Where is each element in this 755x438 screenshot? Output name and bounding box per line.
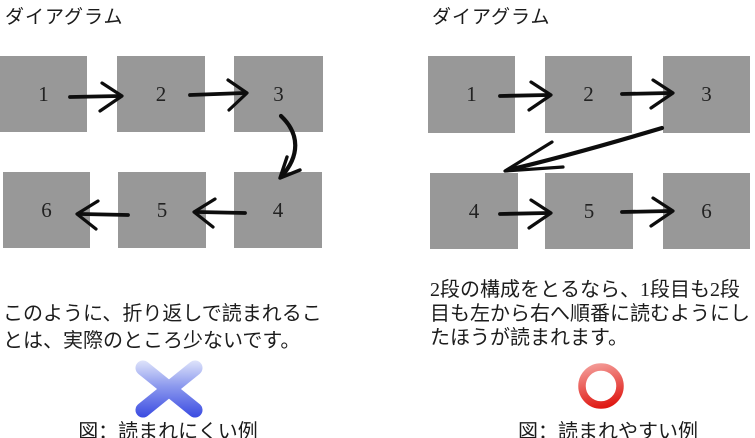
right-figure-label: 図：読まれやすい例 xyxy=(518,421,698,438)
left-arrow-2-to-3-icon xyxy=(188,78,249,112)
left-arrow-1-to-2-icon xyxy=(68,81,124,113)
left-arrow-4-to-5-icon xyxy=(192,197,247,229)
right-box-2-label: 2 xyxy=(583,82,594,106)
right-box-4: 4 xyxy=(430,173,518,249)
left-box-2-label: 2 xyxy=(155,81,167,106)
left-box-6-label: 6 xyxy=(41,197,52,222)
right-box-6: 6 xyxy=(663,173,750,249)
left-box-3: 3 xyxy=(234,56,323,132)
x-mark-icon xyxy=(135,360,203,418)
left-box-4: 4 xyxy=(234,172,322,248)
left-caption: このように、折り返しで読まれるこ とは、実際のところ少ないです。 xyxy=(3,301,322,355)
left-box-6: 6 xyxy=(3,172,90,248)
right-box-4-label: 4 xyxy=(468,198,480,223)
right-arrow-2-to-3-icon xyxy=(620,78,675,110)
right-return-arrow-3-to-4-icon xyxy=(503,125,665,173)
left-box-5-label: 5 xyxy=(156,197,168,222)
left-box-3-label: 3 xyxy=(273,81,284,106)
right-arrow-5-to-6-icon xyxy=(620,196,675,228)
right-box-3-label: 3 xyxy=(701,82,712,106)
left-box-1-label: 1 xyxy=(38,81,49,106)
right-box-2: 2 xyxy=(545,56,632,133)
right-caption: 2段の構成をとるなら、1段目も2段 目も左から右へ順番に読むようにし たほうが読… xyxy=(430,278,750,350)
left-box-5: 5 xyxy=(118,172,206,248)
left-box-4-label: 4 xyxy=(272,197,284,222)
right-caption-line-1: 2段の構成をとるなら、1段目も2段 xyxy=(430,279,740,301)
right-arrow-1-to-2-icon xyxy=(498,80,553,112)
o-mark-icon xyxy=(578,363,624,409)
left-caption-line-1: このように、折り返しで読まれるこ xyxy=(3,303,322,325)
right-box-1: 1 xyxy=(428,56,515,133)
left-panel-title: ダイアグラム xyxy=(5,7,124,28)
right-box-5-label: 5 xyxy=(583,198,595,223)
right-box-1-label: 1 xyxy=(466,82,477,106)
right-box-3: 3 xyxy=(663,56,750,133)
right-box-6-label: 6 xyxy=(701,198,712,223)
left-arrow-5-to-6-icon xyxy=(75,199,130,231)
right-arrow-4-to-5-icon xyxy=(498,198,553,230)
left-figure-label: 図：読まれにくい例 xyxy=(78,421,258,438)
right-caption-line-3: たほうが読まれます。 xyxy=(430,327,628,349)
right-caption-line-2: 目も左から右へ順番に読むようにし xyxy=(430,303,750,325)
right-panel-title: ダイアグラム xyxy=(432,7,551,28)
left-caption-line-2: とは、実際のところ少ないです。 xyxy=(3,330,301,352)
right-box-5: 5 xyxy=(545,173,633,249)
left-box-1: 1 xyxy=(0,56,87,132)
left-curved-arrow-3-to-4-icon xyxy=(278,113,302,180)
